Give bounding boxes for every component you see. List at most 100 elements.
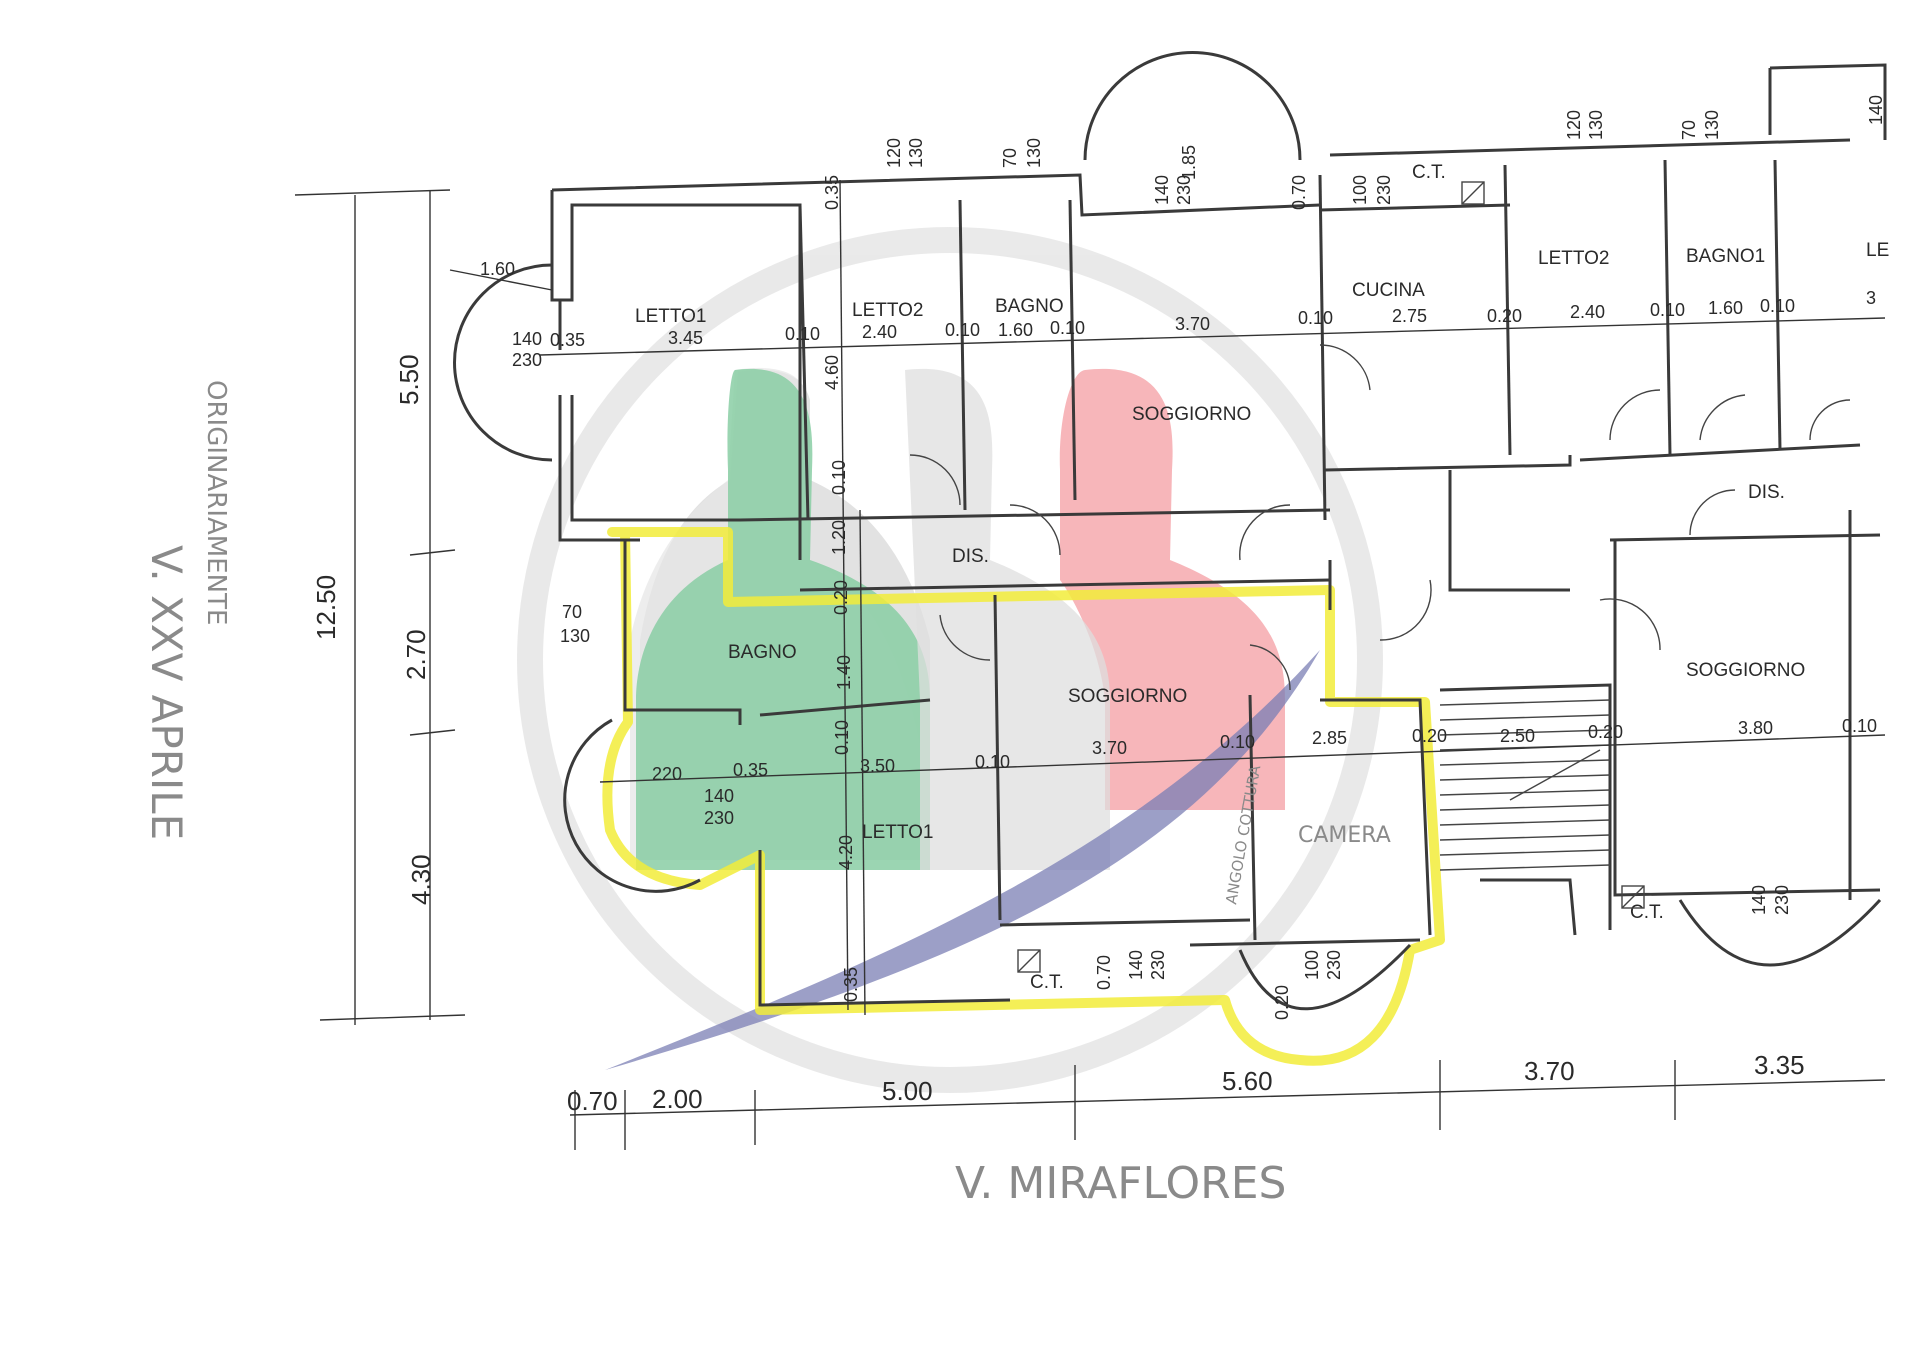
dim-s010a: 0.10: [785, 324, 820, 344]
ct-bottom: C.T.: [1030, 972, 1064, 993]
bay-bottom-center: [1238, 943, 1412, 1011]
win-70a: 70: [1000, 148, 1020, 168]
dim-s035a: 0.35: [550, 330, 585, 350]
watermark-ring: [517, 227, 1383, 1093]
dim-r7: 1.60: [1708, 298, 1743, 318]
dim-b-370: 3.70: [1524, 1056, 1575, 1086]
win-230b: 230: [1174, 175, 1194, 205]
dim-b-070: 0.70: [567, 1086, 618, 1116]
dim-s010h: 0.10: [832, 720, 852, 755]
win-140d: 140: [704, 786, 734, 806]
win-100b: 100: [1302, 950, 1322, 980]
room-bagno1-right: BAGNO1: [1686, 246, 1765, 267]
dim-h-430: 4.30: [406, 854, 436, 905]
dim-v140: 1.40: [834, 655, 854, 690]
dimension-lines: [294, 179, 1886, 1150]
room-labels: LETTO1 LETTO2 BAGNO SOGGIORNO CUCINA LET…: [635, 162, 1889, 993]
dim-total-height: 12.50: [311, 575, 341, 640]
dim-b-500: 5.00: [882, 1076, 933, 1106]
walls: [550, 63, 1887, 1007]
room-letto2-right: LETTO2: [1538, 248, 1609, 269]
highlighted-apartment: [602, 527, 1445, 1066]
dim-r1: 3.45: [668, 328, 703, 348]
bay-windows: [453, 51, 1882, 1011]
room-soggiorno-mid: SOGGIORNO: [1068, 686, 1187, 707]
dim-s010f: 0.10: [1760, 296, 1795, 316]
room-letto1-top: LETTO1: [635, 306, 706, 327]
win-230a: 230: [512, 350, 542, 370]
watermark-logo: [517, 227, 1383, 1093]
dim-s070b: 0.70: [1094, 955, 1114, 990]
bay-bottom-right: [1678, 898, 1882, 967]
room-letto2-top: LETTO2: [852, 300, 923, 321]
dim-r5: 2.75: [1392, 306, 1427, 326]
ct-top: C.T.: [1412, 162, 1446, 183]
win-70c: 70: [562, 602, 582, 622]
room-soggiorno-right: SOGGIORNO: [1686, 660, 1805, 681]
dim-r6: 2.40: [1570, 302, 1605, 322]
win-70b: 70: [1679, 120, 1699, 140]
dim-m3: 2.85: [1312, 728, 1347, 748]
win-130b: 130: [1024, 138, 1044, 168]
win-140a: 140: [512, 329, 542, 349]
dim-v460: 4.60: [822, 355, 842, 390]
note-originariamente: ORIGINARIAMENTE: [201, 380, 231, 625]
dim-s010i: 0.10: [975, 752, 1010, 772]
bay-top-center: [1083, 51, 1302, 161]
dim-b-200: 2.00: [652, 1084, 703, 1114]
win-100a: 100: [1350, 175, 1370, 205]
win-230g: 230: [1772, 885, 1792, 915]
watermark-green-figure: [636, 368, 930, 870]
dim-h-550: 5.50: [394, 354, 424, 405]
dim-b-335: 3.35: [1754, 1050, 1805, 1080]
ct-right: C.T.: [1630, 902, 1664, 923]
room-bagno-mid: BAGNO: [728, 642, 797, 663]
dim-s010d: 0.10: [1298, 308, 1333, 328]
dim-n3: 3: [1866, 288, 1876, 308]
dim-s020a: 0.20: [1487, 306, 1522, 326]
win-140c: 140: [1866, 95, 1886, 125]
dim-s010g: 0.10: [829, 460, 849, 495]
dim-v120: 1.20: [829, 520, 849, 555]
dim-m5: 3.80: [1738, 718, 1773, 738]
win-130c: 130: [1586, 110, 1606, 140]
street-xxv-aprile: V. XXV APRILE: [142, 545, 191, 840]
win-130a: 130: [906, 138, 926, 168]
room-letto-partial: LE: [1866, 240, 1889, 261]
highlight-outline: [602, 527, 1445, 1066]
win-120a: 120: [884, 138, 904, 168]
bay-left-mid: [563, 718, 701, 893]
dim-r3: 1.60: [998, 320, 1033, 340]
street-miraflores: V. MIRAFLORES: [955, 1158, 1286, 1209]
dim-r4: 3.70: [1175, 314, 1210, 334]
dim-h-270: 2.70: [401, 629, 431, 680]
dim-s185: 1.85: [1179, 145, 1199, 180]
dim-m4: 2.50: [1500, 726, 1535, 746]
room-dis-right: DIS.: [1748, 482, 1785, 503]
dim-s020c: 0.20: [1412, 726, 1447, 746]
win-220: 220: [652, 764, 682, 784]
dimension-texts: 12.50 5.50 2.70 4.30 0.70 2.00 5.00 5.60…: [311, 95, 1886, 1116]
win-140f: 140: [1749, 885, 1769, 915]
win-140e: 140: [1126, 950, 1146, 980]
room-letto1-mid: LETTO1: [862, 822, 933, 843]
dim-r2: 2.40: [862, 322, 897, 342]
room-soggiorno-top: SOGGIORNO: [1132, 404, 1251, 425]
dim-s020b: 0.20: [831, 580, 851, 615]
dim-s070a: 0.70: [1289, 175, 1309, 210]
dim-s160: 1.60: [480, 259, 515, 279]
dim-s035d: 0.35: [841, 967, 861, 1002]
dim-m1: 3.50: [860, 756, 895, 776]
dim-b-560: 5.60: [1222, 1066, 1273, 1096]
win-120b: 120: [1564, 110, 1584, 140]
win-230e: 230: [1148, 950, 1168, 980]
dim-s010j: 0.10: [1220, 732, 1255, 752]
dim-s010c: 0.10: [1050, 318, 1085, 338]
win-130e: 130: [560, 626, 590, 646]
win-230d: 230: [704, 808, 734, 828]
dim-v420: 4.20: [836, 835, 856, 870]
note-camera: CAMERA: [1298, 823, 1391, 848]
dim-s020e: 0.20: [1272, 985, 1292, 1020]
win-140b: 140: [1152, 175, 1172, 205]
